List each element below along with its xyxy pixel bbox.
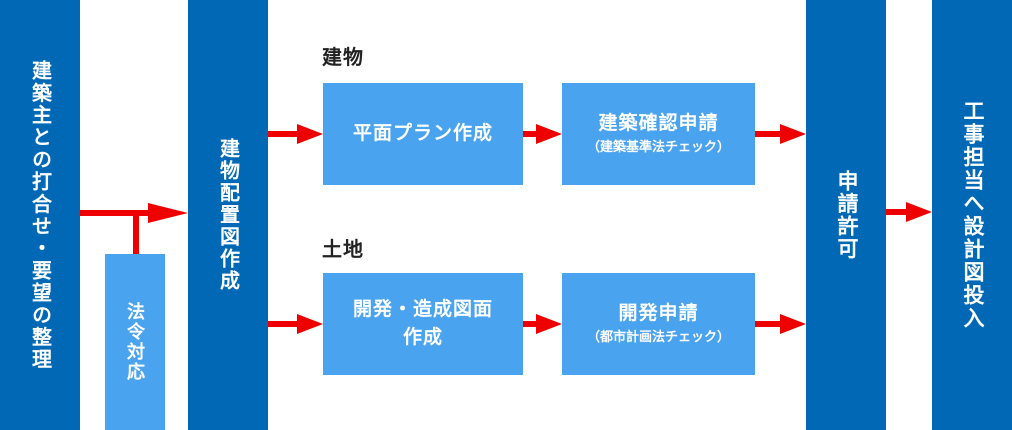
- arrow-owner-to-layout: [80, 203, 188, 223]
- lane-label-land: 土地: [322, 239, 364, 261]
- step-development-drawing-title-line2: 作成: [402, 326, 443, 348]
- lane-label-building: 建物: [322, 47, 364, 69]
- connector-legal-branch: [133, 212, 139, 254]
- stage-label-application-permit: 申請許可: [835, 170, 858, 260]
- step-building-confirmation-title: 建築確認申請: [598, 112, 719, 134]
- step-development-application-title: 開発申請: [618, 302, 699, 324]
- legal-compliance-box: 法令対応: [105, 254, 165, 430]
- stage-bar-application-permit: 申請許可: [806, 0, 886, 430]
- arrow-layout-to-development-drawing: [268, 314, 323, 334]
- legal-compliance-label: 法令対応: [125, 302, 145, 382]
- step-development-drawing-title-line1: 開発・造成図面: [352, 298, 493, 320]
- stage-label-layout-drawing: 建物配置図作成: [216, 138, 239, 292]
- stage-bar-owner-meeting: 建築主との打合せ・要望の整理: [0, 0, 80, 430]
- step-box-development-application: 開発申請 （都市計画法チェック）: [562, 273, 755, 375]
- arrow-confirmation-to-permit: [755, 124, 806, 144]
- arrow-permit-to-final: [886, 202, 932, 222]
- stage-bar-final-handoff: 工事担当へ設計図投入: [932, 0, 1012, 430]
- stage-label-owner-meeting: 建築主との打合せ・要望の整理: [28, 59, 51, 371]
- arrow-application-to-permit: [755, 314, 806, 334]
- arrow-layout-to-floor-plan: [268, 124, 323, 144]
- step-building-confirmation-subtitle: （建築基準法チェック）: [586, 139, 730, 155]
- step-development-application-subtitle: （都市計画法チェック）: [586, 329, 730, 345]
- arrow-drawing-to-development-application: [523, 314, 562, 334]
- step-box-building-confirmation: 建築確認申請 （建築基準法チェック）: [562, 83, 755, 185]
- step-box-floor-plan: 平面プラン作成: [323, 83, 523, 185]
- step-floor-plan-title: 平面プラン作成: [352, 122, 493, 144]
- arrow-floor-plan-to-confirmation: [523, 124, 562, 144]
- stage-label-final-handoff: 工事担当へ設計図投入: [961, 100, 984, 330]
- step-box-development-drawing: 開発・造成図面 作成: [323, 273, 523, 375]
- stage-bar-layout-drawing: 建物配置図作成: [188, 0, 268, 430]
